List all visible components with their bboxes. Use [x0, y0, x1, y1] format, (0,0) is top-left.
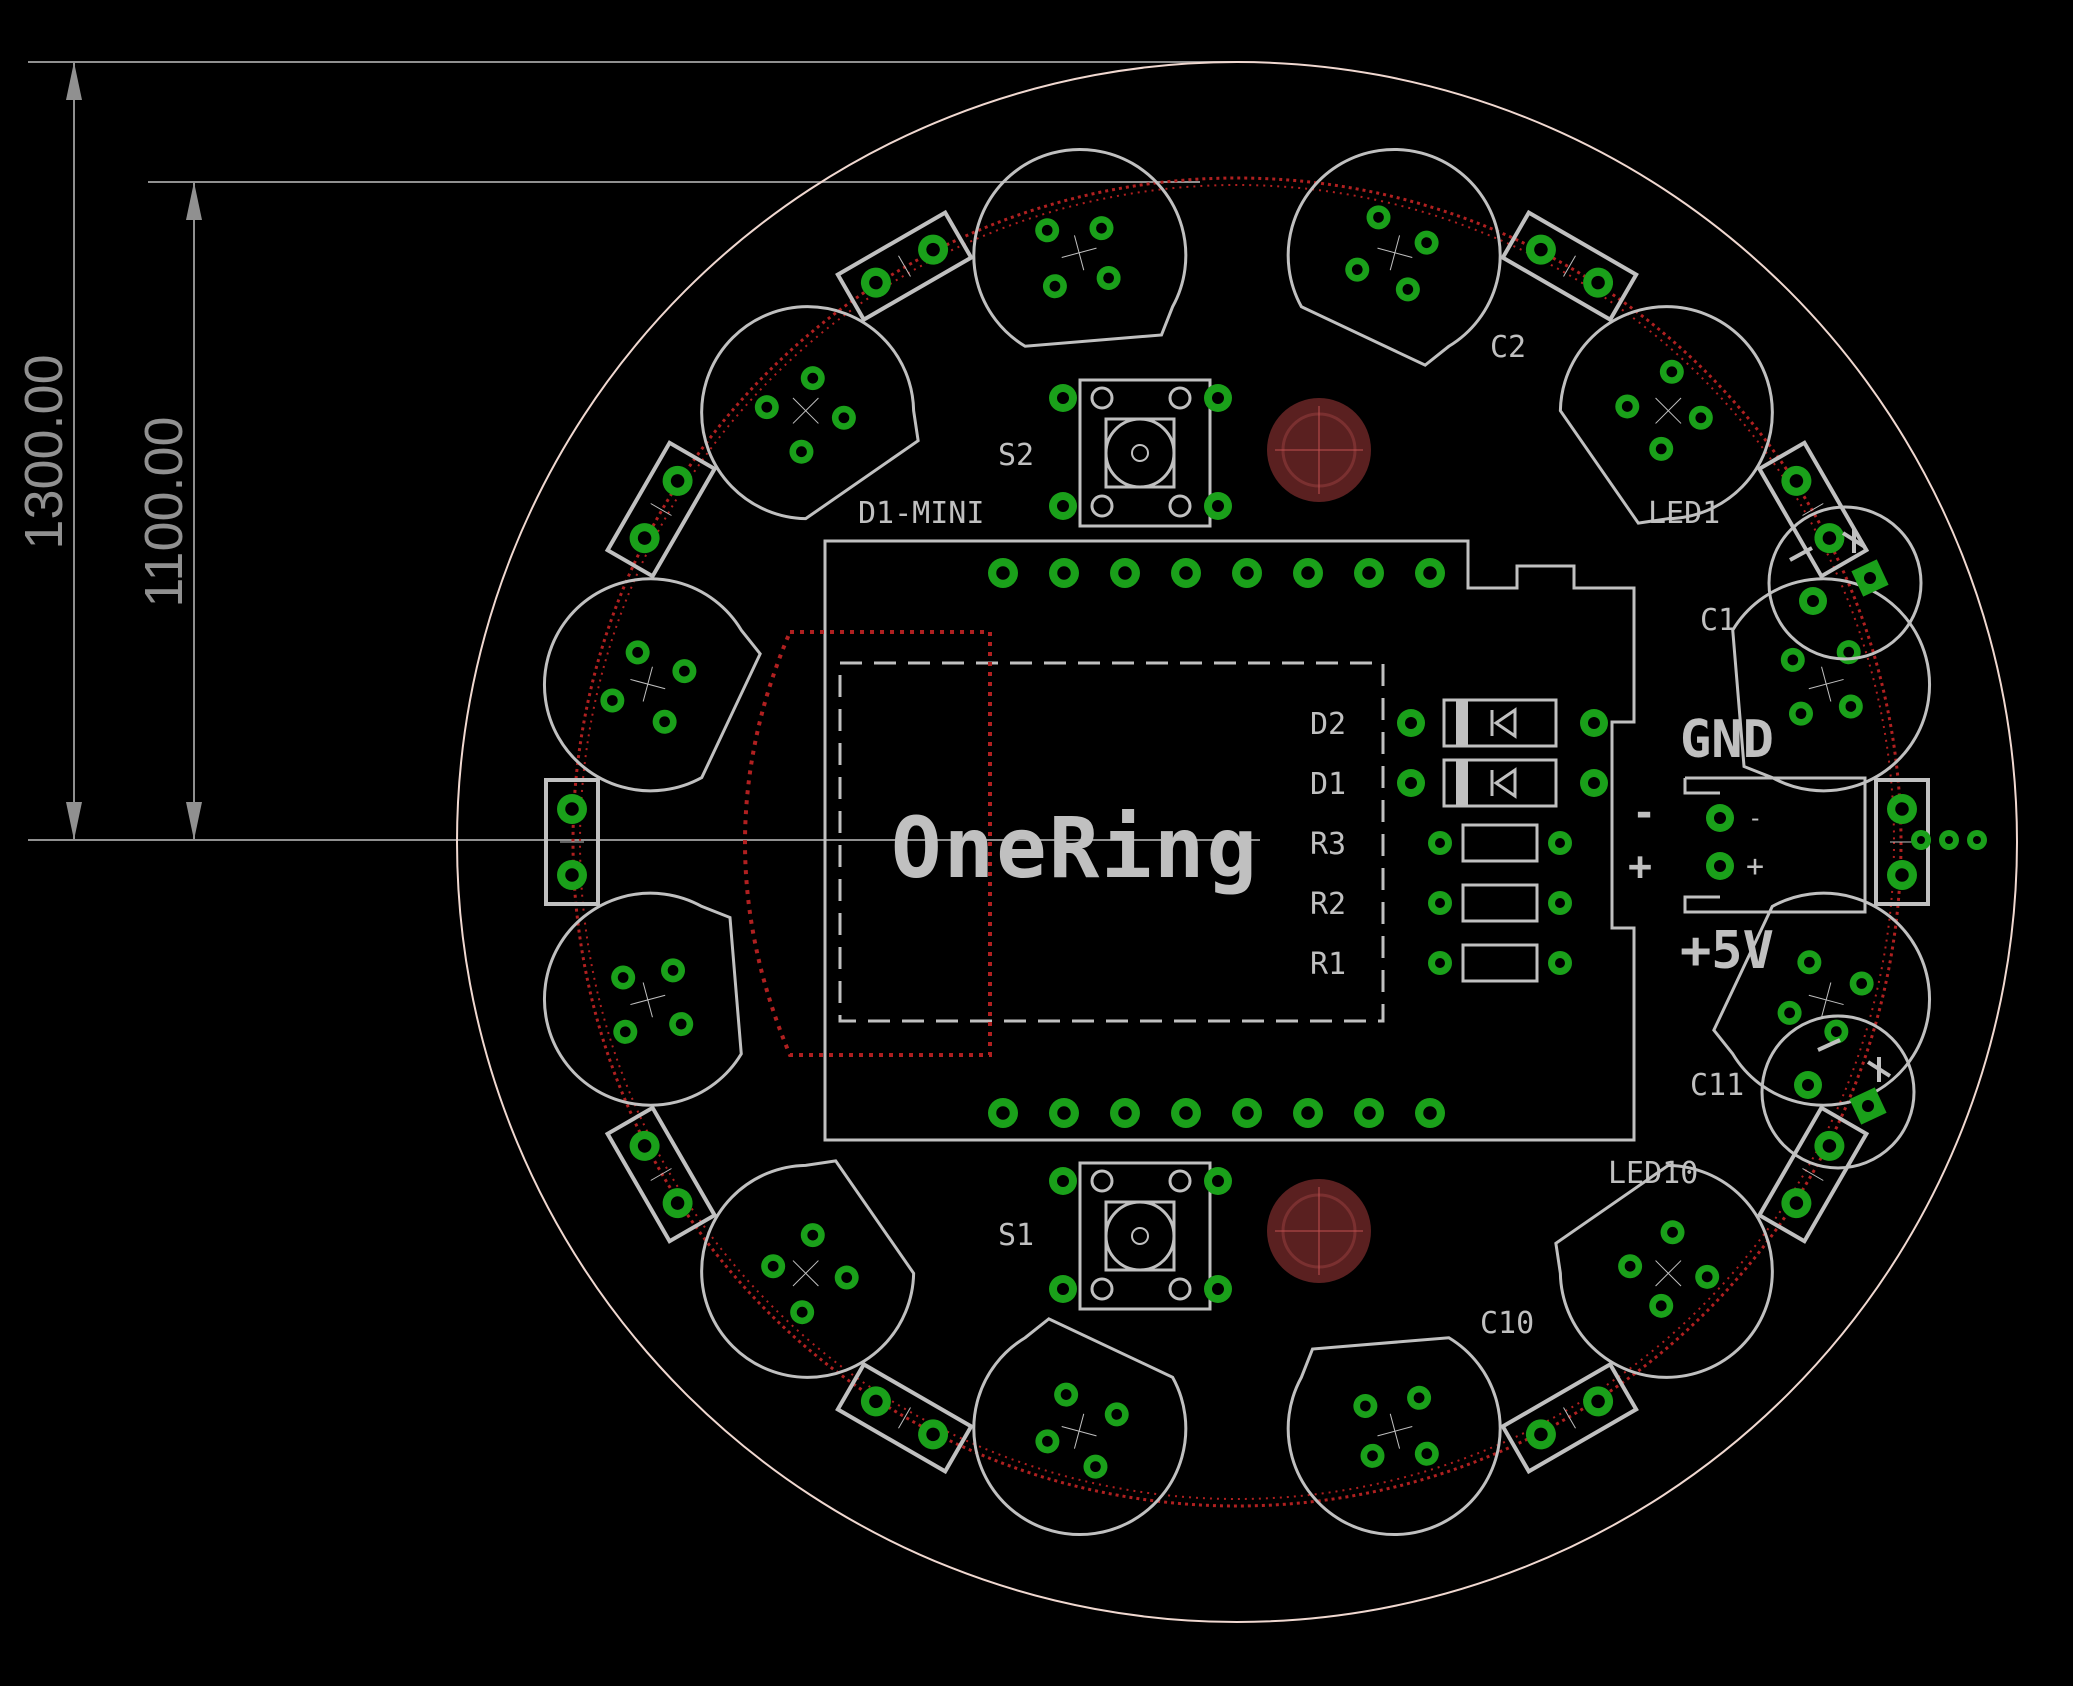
capacitor-ring [544, 209, 1930, 1475]
header-top-pin [988, 558, 1018, 588]
led-7[interactable] [950, 1306, 1208, 1558]
resistor-r3-label: R3 [1310, 827, 1346, 862]
resistor-r3[interactable] [1428, 823, 1572, 863]
minus-label: - [1632, 790, 1656, 836]
resistor-r1[interactable] [1428, 943, 1572, 983]
cap-c11-label: C11 [1690, 1068, 1744, 1103]
resistor-r1-label: R1 [1310, 947, 1346, 982]
led-10[interactable] [521, 555, 773, 813]
header-top-pin [1110, 558, 1140, 588]
d1-mini-antenna-area [838, 661, 1385, 1023]
cap-10[interactable] [604, 440, 718, 579]
header-top-pin [1293, 558, 1323, 588]
switch-s2-label: S2 [998, 438, 1034, 473]
header-top-pin [1415, 558, 1445, 588]
diode-d2[interactable] [1397, 698, 1608, 748]
led-2[interactable] [1522, 263, 1816, 557]
connector-minus-mark: - [1748, 804, 1762, 832]
header-top-pin [1171, 558, 1201, 588]
header-top-pin [1049, 558, 1079, 588]
header-top-pin [1232, 558, 1262, 588]
resistor-r2[interactable] [1428, 883, 1572, 923]
cap-c10-label: C10 [1480, 1306, 1534, 1341]
led-4[interactable] [1701, 871, 1953, 1129]
mounting-hole-top [1267, 398, 1371, 502]
cap-5[interactable] [1756, 1105, 1870, 1244]
board-outline [456, 61, 2018, 1623]
switch-s2[interactable] [1049, 378, 1232, 528]
switch-s1-label: S1 [998, 1218, 1034, 1253]
diode-d1[interactable] [1397, 758, 1608, 808]
header-bottom-pin [1049, 1098, 1079, 1128]
header-bottom [988, 1098, 1445, 1128]
led-5[interactable] [1522, 1127, 1816, 1421]
cap-7[interactable] [835, 1361, 974, 1475]
cap-9[interactable] [544, 778, 600, 906]
vplus-label: +5V [1680, 921, 1774, 981]
led1-label: LED1 [1648, 496, 1720, 531]
connector-plus-mark: + [1746, 849, 1764, 884]
diode-d2-label: D2 [1310, 707, 1346, 742]
switch-s1[interactable] [1049, 1161, 1232, 1311]
header-bottom-pin [988, 1098, 1018, 1128]
power-connector[interactable] [1683, 776, 1867, 914]
cap-3[interactable] [1756, 440, 1870, 579]
board-title: OneRing [891, 799, 1259, 897]
d1-mini-keepout [743, 630, 992, 1057]
header-bottom-pin [1171, 1098, 1201, 1128]
led10-label: LED10 [1608, 1156, 1698, 1191]
mounting-hole-bottom [1267, 1179, 1371, 1283]
led-11[interactable] [658, 263, 952, 557]
header-bottom-pin [1232, 1098, 1262, 1128]
module-label: D1-MINI [858, 496, 984, 531]
resistor-r2-label: R2 [1310, 887, 1346, 922]
header-bottom-pin [1354, 1098, 1384, 1128]
electrolytic-cap-c1[interactable] [1767, 505, 1923, 661]
cap-8[interactable] [604, 1105, 718, 1244]
cap-c1-label: C1 [1700, 603, 1736, 638]
led-6[interactable] [1266, 1306, 1524, 1558]
cap-c2-label: C2 [1490, 330, 1526, 365]
electrolytic-cap-c11[interactable] [1760, 1014, 1916, 1170]
header-top-pin [1354, 558, 1384, 588]
header-bottom-pin [1415, 1098, 1445, 1128]
led-8[interactable] [658, 1127, 952, 1421]
cap-6[interactable] [1500, 1361, 1639, 1475]
header-top [988, 558, 1445, 588]
cap-2[interactable] [1500, 209, 1639, 323]
cap-11[interactable] [835, 209, 974, 323]
header-bottom-pin [1110, 1098, 1140, 1128]
dimension-outer-label: 1300.00 [14, 354, 74, 549]
dimension-lines [28, 61, 1260, 841]
dimension-inner-label: 1100.00 [134, 416, 194, 607]
led-1[interactable] [1266, 126, 1524, 378]
plus-label: + [1628, 844, 1652, 890]
led-ring [521, 126, 1953, 1558]
edge-test-pads [1911, 830, 1987, 850]
header-bottom-pin [1293, 1098, 1323, 1128]
gnd-label: GND [1680, 710, 1774, 770]
diode-d1-label: D1 [1310, 767, 1346, 802]
led-3[interactable] [1701, 555, 1953, 813]
d1-mini-module[interactable] [823, 539, 1636, 1142]
led-12[interactable] [950, 126, 1208, 378]
led-9[interactable] [521, 871, 773, 1129]
